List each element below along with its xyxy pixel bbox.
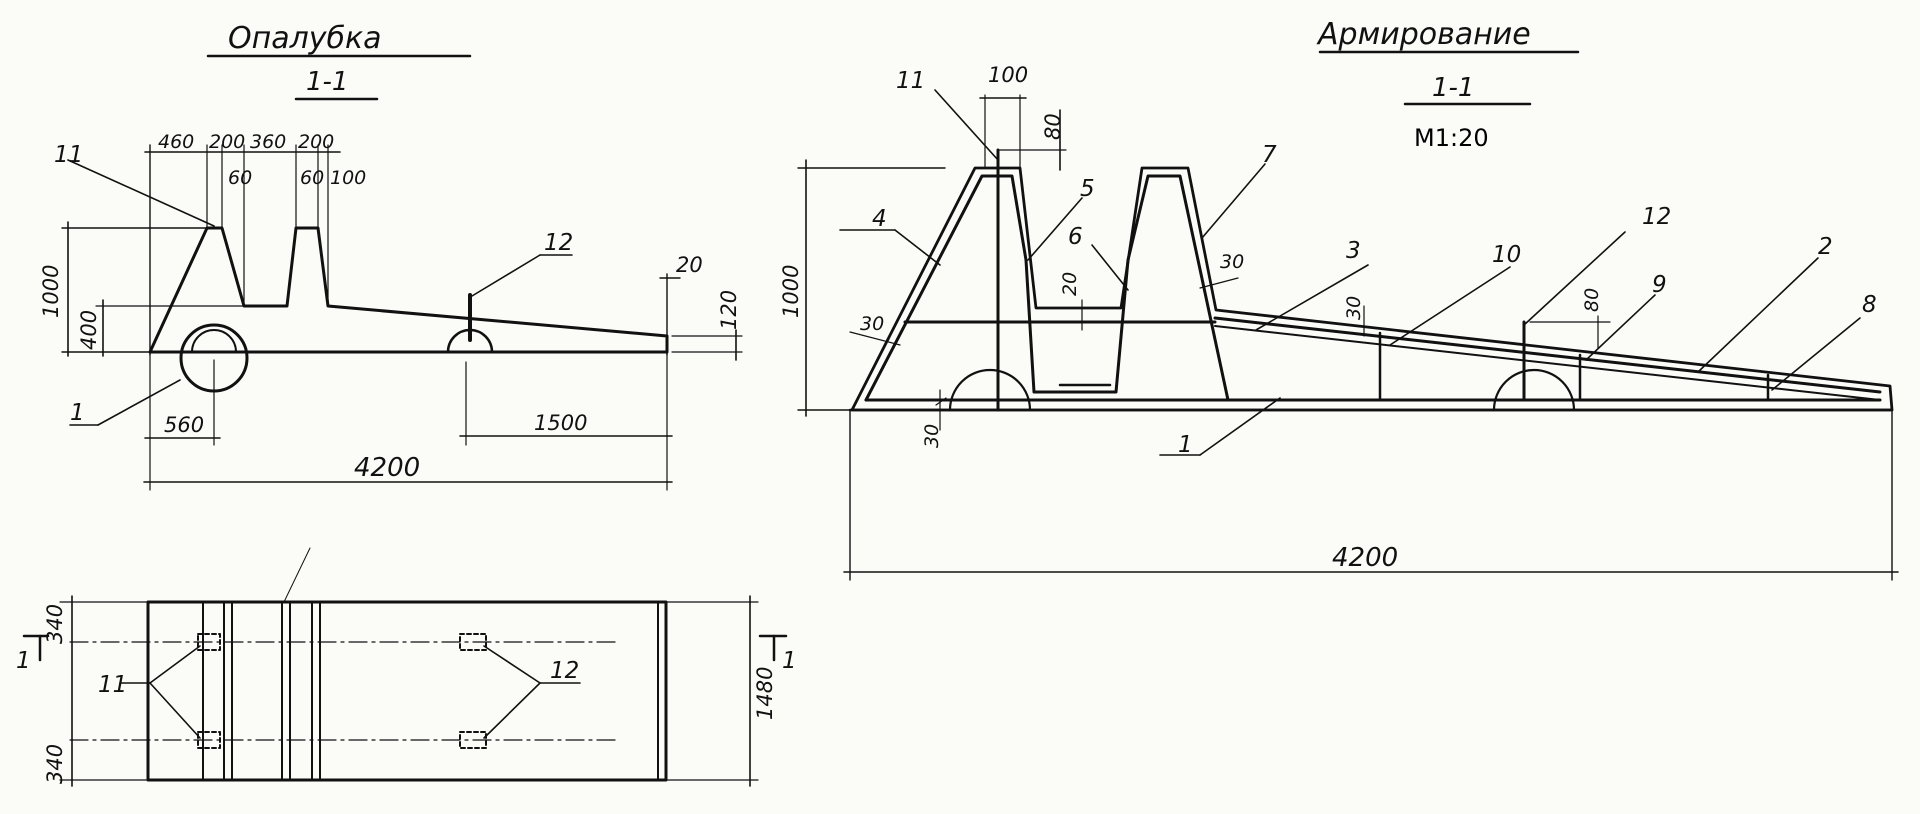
reinf-label-9: 9 (1652, 272, 1667, 298)
reinf-label-3: 3 (1346, 238, 1361, 264)
arc-right (1492, 368, 1576, 412)
reinf-dim-30d: 30 (921, 424, 943, 448)
reinf-label-8: 8 (1862, 292, 1877, 318)
formwork-title: Опалубка (228, 21, 382, 56)
plan-view (22, 547, 788, 787)
reinf-dim-80a: 80 (1041, 113, 1065, 140)
loop-12b (459, 731, 487, 749)
reinf-label-12: 12 (1642, 204, 1671, 230)
label-11: 11 (54, 142, 83, 168)
dim-60b: 60 (300, 167, 324, 189)
cut-label-left: 1 (16, 648, 31, 674)
cut-label-right: 1 (782, 648, 797, 674)
dim-4200: 4200 (354, 453, 420, 483)
loop-11b (197, 731, 221, 749)
dim-400: 400 (77, 310, 101, 350)
reinf-label-6: 6 (1068, 224, 1083, 250)
reinf-dim-30b: 30 (1220, 251, 1244, 273)
reinf-label-7: 7 (1262, 142, 1277, 168)
reinf-section-label: 1-1 (1432, 73, 1474, 103)
bar-2 (1213, 316, 1882, 394)
formwork-section-label: 1-1 (306, 67, 348, 97)
dim-1500: 1500 (534, 411, 587, 435)
dim-200a: 200 (209, 131, 245, 153)
reinf-dim-20: 20 (1059, 272, 1081, 296)
leader-11 (67, 159, 215, 227)
label-12: 12 (544, 230, 573, 256)
dim-60a: 60 (228, 167, 252, 189)
plan-dim-340b: 340 (43, 744, 67, 784)
reinf-scale: М1:20 (1414, 124, 1489, 152)
dim-20: 20 (676, 253, 703, 277)
dim-1000: 1000 (39, 265, 63, 318)
reinf-label-4: 4 (872, 206, 887, 232)
reinf-label-1: 1 (1178, 432, 1193, 458)
reinf-dim-4200: 4200 (1332, 543, 1398, 573)
dim-460: 460 (158, 131, 194, 153)
reinf-dim-30c: 30 (1343, 296, 1365, 320)
reinf-dim-100: 100 (988, 63, 1028, 87)
plan-label-11: 11 (98, 672, 127, 698)
plan-dim-340a: 340 (43, 604, 67, 644)
plan-label-12: 12 (550, 658, 579, 684)
reinf-label-5: 5 (1080, 176, 1095, 202)
plan-outline (146, 600, 668, 782)
stirrup-bars (864, 174, 1230, 402)
leader-1 (97, 379, 181, 426)
plan-dim-1480: 1480 (753, 667, 777, 720)
reinf-title: Армирование (1316, 17, 1531, 52)
reinf-dim-30a: 30 (860, 313, 884, 335)
dim-120: 120 (717, 290, 741, 330)
label-1: 1 (70, 400, 85, 426)
leader-12 (471, 254, 541, 297)
reinf-label-11: 11 (896, 68, 925, 94)
dim-560: 560 (164, 413, 204, 437)
dim-200b: 200 (298, 131, 334, 153)
dim-100: 100 (330, 167, 366, 189)
loop-11a (197, 633, 221, 651)
reinf-dim-1000: 1000 (779, 265, 803, 318)
arc-left (948, 368, 1032, 412)
formwork-section (61, 54, 743, 491)
reinforcement-section (797, 50, 1899, 581)
reinf-label-2: 2 (1818, 234, 1833, 260)
dim-360: 360 (250, 131, 286, 153)
loop-12a (459, 633, 487, 651)
reinf-label-10: 10 (1492, 242, 1521, 268)
reinf-outline (850, 166, 1894, 412)
reinf-dim-80b: 80 (1581, 288, 1603, 312)
hole-arc (191, 329, 237, 353)
